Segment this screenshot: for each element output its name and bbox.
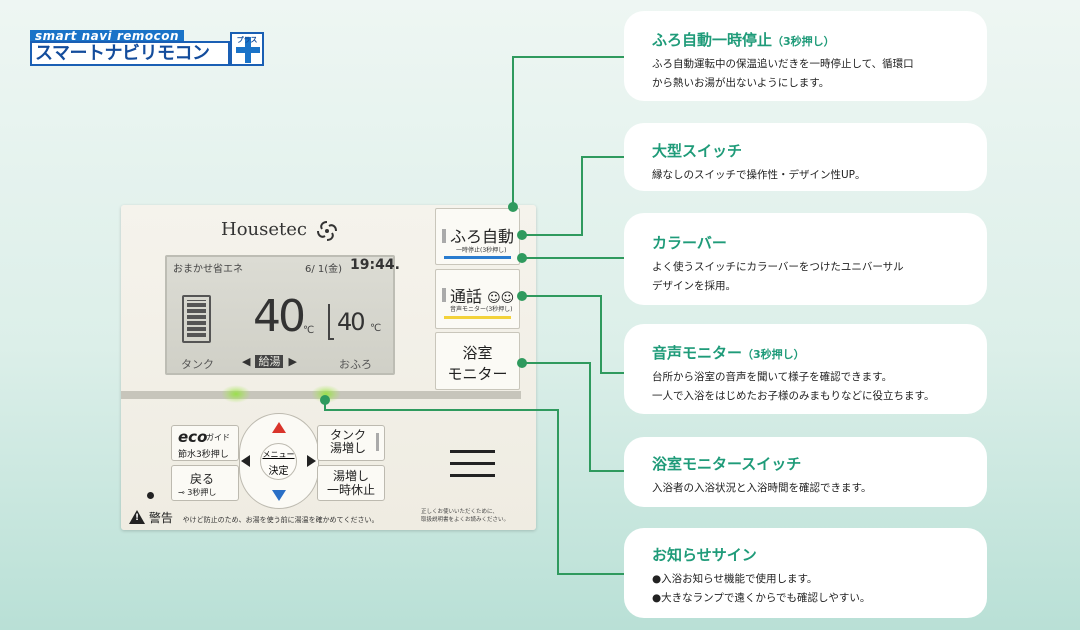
- eco-guide-text: ガイド: [206, 433, 230, 442]
- furo-auto-button[interactable]: ふろ自動 一時停止(3秒押し): [435, 208, 520, 265]
- tsuwa-sub: 音声モニター(3秒押し): [450, 306, 513, 313]
- callout-title: カラーバー: [652, 234, 727, 252]
- callout-big-switch: 大型スイッチ 縁なしのスイッチで操作性・デザイン性UP。: [624, 123, 987, 191]
- right-arrow-icon[interactable]: [307, 455, 316, 467]
- bath-monitor-label-1: 浴室: [462, 344, 493, 362]
- boost-label-2: 一時休止: [326, 483, 375, 497]
- screen-date: 6/ 1(金): [305, 264, 343, 275]
- callout-body: 縁なしのスイッチで操作性・デザイン性UP。: [652, 169, 866, 181]
- furo-auto-sub: 一時停止(3秒押し): [456, 247, 507, 254]
- down-arrow-icon[interactable]: [272, 490, 286, 501]
- warning-line: 警告 やけど防止のため、お湯を使う前に湯温を確かめてください。: [129, 509, 378, 526]
- callout-title: 浴室モニタースイッチ: [652, 455, 802, 473]
- eco-word: eco: [178, 428, 208, 446]
- boost-label-1: 湯増し: [332, 469, 369, 483]
- eco-sub-text: 節水3秒押し: [178, 450, 229, 460]
- brand-swirl-icon: [317, 221, 337, 241]
- tank-label-1: タンク: [329, 428, 366, 442]
- warning-icon: [129, 510, 145, 524]
- remote-controller: Housetec おまかせ省エネ 6/ 1(金) 19:44. 40 ℃ 40 …: [121, 205, 536, 530]
- selected-mode: 給湯: [255, 355, 284, 368]
- logo-plus-text: プラス: [236, 36, 258, 44]
- screen-label-tank: タンク: [181, 358, 214, 371]
- menu-ok-button[interactable]: メニュー 決定: [260, 443, 297, 480]
- bath-monitor-button[interactable]: 浴室 モニター: [435, 332, 520, 390]
- callout-title: お知らせサイン: [652, 546, 757, 564]
- selector-left-icon: ◀: [242, 355, 251, 368]
- device-brand: Housetec: [221, 219, 307, 240]
- connector-voice-monitor: [522, 295, 624, 374]
- bath-monitor-label-2: モニター: [447, 365, 508, 383]
- callout-title: ふろ自動一時停止（3秒押し）: [652, 31, 835, 49]
- manual-line-1: 正しくお使いいただくために、: [421, 509, 498, 515]
- callout-color-bar: カラーバー よく使うスイッチにカラーバーをつけたユニバーサルデザインを採用。: [624, 213, 987, 305]
- tsuwa-button[interactable]: 通話 ☺☺ 音声モニター(3秒押し): [435, 269, 520, 329]
- selector-right-icon: ▶: [288, 355, 297, 368]
- talk-icon: ☺☺: [487, 291, 515, 306]
- lcd-screen: おまかせ省エネ 6/ 1(金) 19:44. 40 ℃ 40 ℃ タンク ◀ 給湯…: [165, 255, 400, 375]
- yellow-color-bar: [444, 316, 511, 319]
- bath-temperature-unit: ℃: [370, 323, 382, 334]
- tank-label-2: 湯増し: [329, 441, 366, 455]
- callout-body: ●入浴お知らせ機能で使用します。●大きなランプで遠くからでも確認しやすい。: [652, 573, 871, 604]
- manual-line-2: 取扱説明書をよくお読みください。: [421, 517, 510, 523]
- logo-main-text: スマートナビリモコン: [30, 41, 230, 66]
- callout-body: 台所から浴室の音声を聞いて様子を確認できます。一人で入浴をはじめたお子様のみまも…: [652, 371, 935, 402]
- tank-boost-button[interactable]: タンク湯増し: [317, 425, 385, 461]
- callout-body: よく使うスイッチにカラーバーをつけたユニバーサルデザインを採用。: [652, 261, 904, 292]
- callout-notice-sign: お知らせサイン ●入浴お知らせ機能で使用します。●大きなランプで遠くからでも確認…: [624, 528, 987, 618]
- logo-plus-icon: プラス: [230, 32, 264, 66]
- back-sub-text: ⊸ 3秒押し: [178, 488, 217, 497]
- bath-temperature: 40: [337, 308, 366, 336]
- logo-top-text: smart navi remocon: [30, 30, 185, 42]
- notice-lamp-glow: [221, 385, 251, 403]
- notice-lamp-glow: [311, 385, 341, 403]
- eco-guide-button[interactable]: eco ガイド 節水3秒押し: [171, 425, 239, 461]
- screen-time: 19:44.: [350, 257, 400, 273]
- blue-color-bar: [444, 256, 511, 259]
- connector-big-switch: [522, 156, 624, 236]
- boost-pause-button[interactable]: 湯増し一時休止: [317, 465, 385, 501]
- screen-label-bath: おふろ: [339, 358, 372, 371]
- left-arrow-icon[interactable]: [241, 455, 250, 467]
- back-label: 戻る: [190, 472, 215, 486]
- up-arrow-icon[interactable]: [272, 422, 286, 433]
- furo-auto-label: ふろ自動: [450, 227, 515, 246]
- callout-voice-monitor: 音声モニター（3秒押し） 台所から浴室の音声を聞いて様子を確認できます。一人で入…: [624, 324, 987, 414]
- menu-label: メニュー: [262, 450, 295, 459]
- tsuwa-label: 通話 ☺☺: [450, 287, 515, 306]
- callout-body: 入浴者の入浴状況と入浴時間を確認できます。: [652, 482, 872, 494]
- callout-title: 音声モニター（3秒押し）: [652, 344, 805, 362]
- warning-text: やけど防止のため、お湯を使う前に湯温を確かめてください。: [182, 516, 379, 524]
- supply-temperature-unit: ℃: [303, 325, 315, 336]
- callout-title: 大型スイッチ: [652, 142, 743, 160]
- speaker-grille-icon: [450, 450, 495, 486]
- connector-bath-monitor: [522, 362, 624, 472]
- supply-temperature: 40: [253, 291, 306, 342]
- ok-label: 決定: [268, 466, 289, 477]
- back-button[interactable]: 戻る ⊸ 3秒押し: [171, 465, 239, 501]
- connector-furo-stop: [512, 56, 624, 207]
- brand-logo: smart navi remocon スマートナビリモコン プラス: [30, 30, 264, 66]
- callout-bath-monitor: 浴室モニタースイッチ 入浴者の入浴状況と入浴時間を確認できます。: [624, 437, 987, 507]
- callout-body: ふろ自動運転中の保温追いだきを一時停止して、循環口から熱いお湯が出ないようにしま…: [652, 58, 914, 89]
- warning-label: 警告: [148, 511, 173, 525]
- bath-bracket: [328, 304, 334, 340]
- tank-level-icon: [182, 295, 211, 343]
- screen-selector: ◀ 給湯 ▶: [242, 353, 297, 369]
- callout-furo-stop: ふろ自動一時停止（3秒押し） ふろ自動運転中の保温追いだきを一時停止して、循環口…: [624, 11, 987, 101]
- manual-note: 正しくお使いいただくために、 取扱説明書をよくお読みください。: [421, 508, 509, 524]
- indicator-dot: [147, 492, 154, 499]
- screen-mode: おまかせ省エネ: [173, 264, 243, 275]
